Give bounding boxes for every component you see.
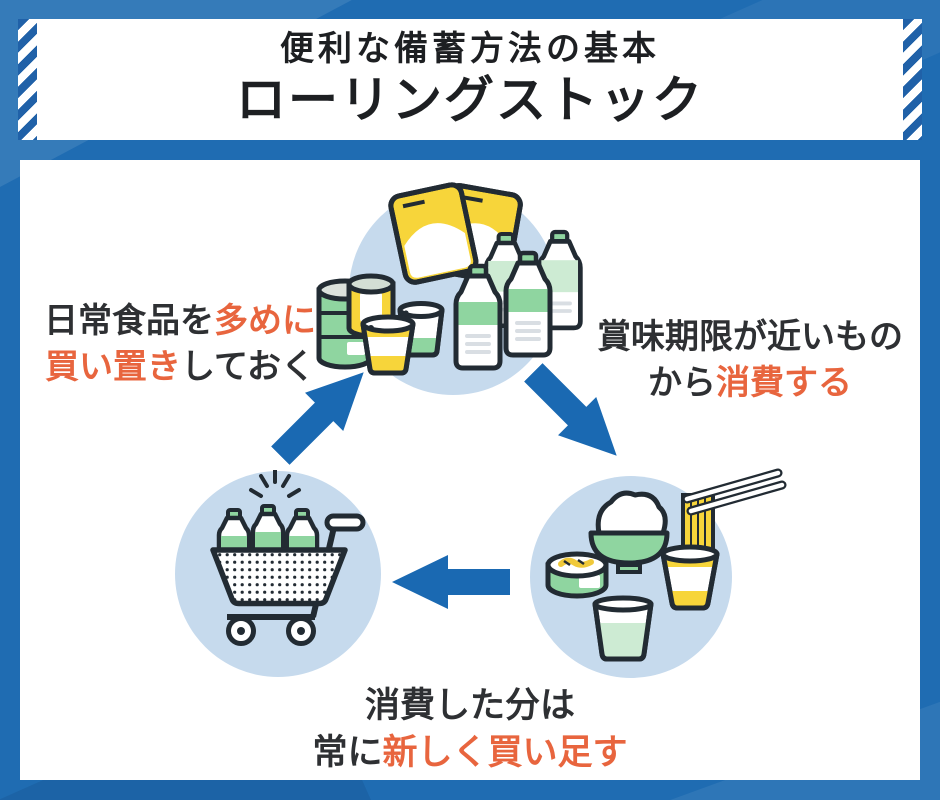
stock-line2-black: しておく bbox=[181, 348, 315, 386]
restock-line2-orange: 新しく買い足す bbox=[382, 733, 628, 772]
pet-bottle-icon bbox=[453, 263, 503, 371]
stock-step-line1: 日常食品を多めに bbox=[20, 298, 340, 344]
banner-stripe-left bbox=[18, 19, 37, 140]
restock-line1: 消費した分は bbox=[364, 686, 575, 725]
rice-bowl-icon bbox=[588, 490, 670, 574]
meal-foods-icon bbox=[545, 468, 787, 662]
restock-step-line2: 常に新しく買い足す bbox=[240, 729, 700, 776]
cup-rim bbox=[660, 544, 720, 564]
stock-step-label: 日常食品を多めに 買い置きしておく bbox=[20, 298, 340, 390]
arrow-restock-to-stock bbox=[259, 351, 385, 477]
header-subtitle: 便利な備蓄方法の基本 bbox=[280, 30, 660, 69]
cup-noodle-icon bbox=[360, 314, 416, 376]
stock-line1-black: 日常食品を bbox=[44, 302, 214, 340]
consume-line2-black: から bbox=[648, 364, 716, 402]
consume-step-line2: から消費する bbox=[572, 360, 928, 406]
chopsticks-icon bbox=[682, 468, 787, 516]
header-banner: 便利な備蓄方法の基本 ローリングストック bbox=[18, 19, 922, 140]
food-pouch-icon bbox=[388, 182, 479, 285]
open-can-icon bbox=[545, 551, 609, 599]
cart-basket bbox=[210, 547, 348, 607]
banner-stripe-right bbox=[903, 19, 922, 140]
stock-line2-orange: 買い置き bbox=[45, 348, 182, 386]
shopping-cart-icon bbox=[210, 470, 366, 646]
pet-bottle-icon bbox=[503, 250, 553, 358]
cart-wheel-icon bbox=[226, 616, 316, 646]
pet-bottle-icon bbox=[536, 229, 583, 331]
consume-step-label: 賞味期限が近いもの から消費する bbox=[572, 314, 928, 406]
glass-icon bbox=[592, 595, 654, 662]
cycle-diagram: 日常食品を多めに 買い置きしておく 賞味期限が近いもの から消費する 消費した分… bbox=[20, 160, 920, 780]
restock-line2-black: 常に bbox=[312, 733, 383, 772]
stocked-foods-icon bbox=[316, 182, 583, 376]
restock-step-label: 消費した分は 常に新しく買い足す bbox=[240, 682, 700, 776]
bottle-icon bbox=[250, 504, 286, 559]
page-title: ローリングストック bbox=[236, 72, 704, 129]
arrow-stock-to-consume bbox=[512, 351, 638, 477]
stock-line1-orange: 多めに bbox=[214, 302, 316, 340]
sparkle-icon bbox=[249, 470, 301, 498]
stock-step-line2: 買い置きしておく bbox=[20, 344, 340, 390]
consume-line2-orange: 消費する bbox=[716, 364, 852, 402]
arrow-consume-to-restock bbox=[392, 552, 510, 612]
cup-noodle-icon bbox=[660, 551, 720, 611]
consume-line1: 賞味期限が近いもの bbox=[597, 318, 903, 356]
consume-step-line1: 賞味期限が近いもの bbox=[572, 314, 928, 360]
restock-step-line1: 消費した分は bbox=[240, 682, 700, 729]
